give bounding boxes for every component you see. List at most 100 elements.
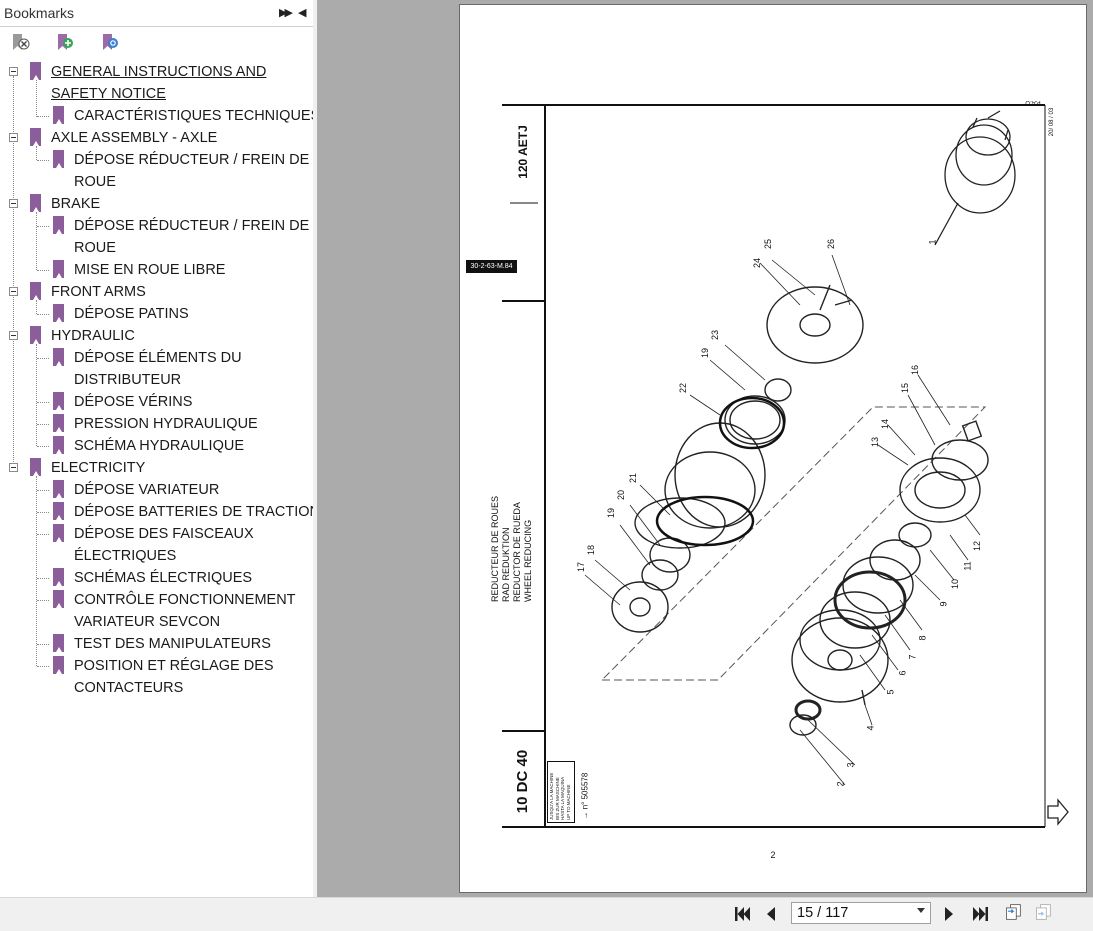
bookmark-icon	[53, 216, 64, 234]
callout-label: 9	[938, 601, 949, 607]
doc-pao: P.A.O	[1025, 99, 1041, 105]
collapse-toggle[interactable]	[9, 287, 18, 296]
bookmark-schemas-electriques[interactable]: SCHÉMAS ÉLECTRIQUES	[74, 570, 253, 586]
bookmarks-header: Bookmarks ▶▶ ◀	[0, 0, 313, 27]
bookmark-general-instructions-cont[interactable]: SAFETY NOTICE	[51, 86, 166, 102]
doc-serial: → n° 505578	[580, 772, 590, 820]
document-page: 120 AETJ 10 DC 40 30-2-63-M.84 P.A.O 20/…	[459, 4, 1087, 893]
bookmark-icon	[30, 282, 41, 300]
find-bookmark-icon[interactable]	[99, 32, 121, 54]
callout-label: 15	[900, 382, 911, 394]
bookmark-icon	[53, 436, 64, 454]
doc-title-de: RAD REDUKTION	[501, 527, 511, 602]
bookmark-controle-fonctionnement[interactable]: CONTRÔLE FONCTIONNEMENT	[74, 592, 296, 608]
doc-ref-code: 30-2-63-M.84	[466, 260, 517, 273]
bookmark-mise-en-roue-libre[interactable]: MISE EN ROUE LIBRE	[74, 262, 226, 278]
collapse-panel-icon[interactable]: ◀	[298, 7, 307, 19]
bookmark-icon	[30, 326, 41, 344]
bookmark-caracteristiques[interactable]: CARACTÉRISTIQUES TECHNIQUES	[74, 108, 321, 124]
page-number-input[interactable]	[791, 902, 931, 924]
bookmark-front-arms[interactable]: FRONT ARMS	[51, 284, 146, 300]
previous-page-icon[interactable]	[764, 905, 778, 923]
callout-label: 3	[845, 762, 856, 768]
callout-label: 19	[700, 347, 711, 359]
bookmark-depose-reducteur-1-cont[interactable]: ROUE	[74, 174, 116, 190]
callout-label: 12	[972, 540, 983, 552]
bookmark-icon	[53, 392, 64, 410]
tree-connector	[13, 76, 14, 466]
bookmark-depose-faisceaux-cont[interactable]: ÉLECTRIQUES	[74, 548, 177, 564]
bookmark-depose-variateur[interactable]: DÉPOSE VARIATEUR	[74, 482, 220, 498]
tree-connector	[37, 534, 49, 535]
bookmark-test-manipulateurs[interactable]: TEST DES MANIPULATEURS	[74, 636, 271, 652]
bookmark-depose-reducteur-2[interactable]: DÉPOSE RÉDUCTEUR / FREIN DE	[74, 218, 310, 234]
collapse-toggle[interactable]	[9, 463, 18, 472]
bookmark-position-reglage[interactable]: POSITION ET RÉGLAGE DES	[74, 658, 274, 674]
callout-label: 18	[586, 544, 597, 556]
bookmark-depose-elements-cont[interactable]: DISTRIBUTEUR	[74, 372, 182, 388]
tree-connector	[37, 402, 49, 403]
collapse-toggle[interactable]	[9, 199, 18, 208]
bookmark-schema-hydraulique[interactable]: SCHÉMA HYDRAULIQUE	[74, 438, 245, 454]
callout-label: 22	[678, 382, 689, 394]
doc-stamp-line: JUSQU'A LA MACHINE	[549, 772, 554, 820]
tree-connector	[37, 578, 49, 579]
callout-label: 1	[927, 239, 938, 245]
doc-page-number: 2	[770, 850, 776, 860]
tree-connector	[37, 600, 49, 601]
callout-label: 4	[865, 725, 876, 731]
callout-label: 14	[880, 418, 891, 430]
collapse-toggle[interactable]	[9, 67, 18, 76]
bookmark-hydraulic[interactable]: HYDRAULIC	[51, 328, 135, 344]
bookmark-controle-fonctionnement-cont[interactable]: VARIATEUR SEVCON	[74, 614, 221, 630]
callout-label: 19	[606, 507, 617, 519]
tree-connector	[37, 644, 49, 645]
callout-label: 20	[616, 489, 627, 501]
previous-view-icon[interactable]	[1002, 903, 1024, 921]
bookmark-icon	[53, 502, 64, 520]
callout-label: 25	[763, 238, 774, 250]
bookmark-icon	[53, 150, 64, 168]
panel-splitter[interactable]	[313, 0, 317, 897]
delete-bookmark-icon[interactable]	[9, 32, 31, 54]
add-bookmark-icon[interactable]	[54, 32, 76, 54]
bookmark-depose-reducteur-1[interactable]: DÉPOSE RÉDUCTEUR / FREIN DE	[74, 152, 310, 168]
bookmark-icon	[30, 458, 41, 476]
collapse-toggle[interactable]	[9, 331, 18, 340]
bookmark-axle-assembly[interactable]: AXLE ASSEMBLY - AXLE	[51, 130, 218, 146]
collapse-toggle[interactable]	[9, 133, 18, 142]
callout-label: 2	[835, 781, 846, 787]
bookmark-depose-elements[interactable]: DÉPOSE ÉLÉMENTS DU	[74, 350, 242, 366]
bookmark-depose-reducteur-2-cont[interactable]: ROUE	[74, 240, 116, 256]
bookmark-icon	[53, 348, 64, 366]
bookmark-depose-verins[interactable]: DÉPOSE VÉRINS	[74, 394, 193, 410]
tree-connector	[37, 424, 49, 425]
bookmark-position-reglage-cont[interactable]: CONTACTEURS	[74, 680, 184, 696]
bookmark-pression-hydraulique[interactable]: PRESSION HYDRAULIQUE	[74, 416, 258, 432]
bookmark-icon	[53, 260, 64, 278]
bookmark-depose-batteries[interactable]: DÉPOSE BATTERIES DE TRACTION	[74, 504, 321, 520]
bookmark-icon	[53, 414, 64, 432]
bookmark-icon	[53, 304, 64, 322]
bookmark-depose-patins[interactable]: DÉPOSE PATINS	[74, 306, 189, 322]
tree-connector	[37, 226, 49, 227]
last-page-icon[interactable]	[971, 905, 989, 923]
bookmark-icon	[53, 480, 64, 498]
expand-panel-icon[interactable]: ▶▶	[279, 7, 293, 19]
callout-label: 10	[950, 578, 961, 590]
tree-connector	[36, 300, 37, 314]
tree-connector	[36, 476, 37, 666]
bookmark-depose-faisceaux[interactable]: DÉPOSE DES FAISCEAUX	[74, 526, 254, 542]
next-view-icon[interactable]	[1032, 903, 1054, 921]
bookmark-icon	[53, 568, 64, 586]
doc-model-bottom: 10 DC 40	[514, 749, 531, 814]
bookmark-brake[interactable]: BRAKE	[51, 196, 101, 212]
bookmark-general-instructions[interactable]: GENERAL INSTRUCTIONS AND	[51, 64, 267, 80]
doc-stamp: JUSQU'A LA MACHINE BIS ZUR MASCHINE HAST…	[547, 761, 575, 823]
exploded-diagram	[502, 104, 1069, 828]
bookmark-electricity[interactable]: ELECTRICITY	[51, 460, 146, 476]
chevron-down-icon[interactable]	[917, 908, 925, 913]
next-page-icon[interactable]	[942, 905, 956, 923]
doc-title-block: REDUCTEUR DE ROUES RAD REDUKTION REDUCTO…	[490, 462, 534, 602]
first-page-icon[interactable]	[734, 905, 752, 923]
